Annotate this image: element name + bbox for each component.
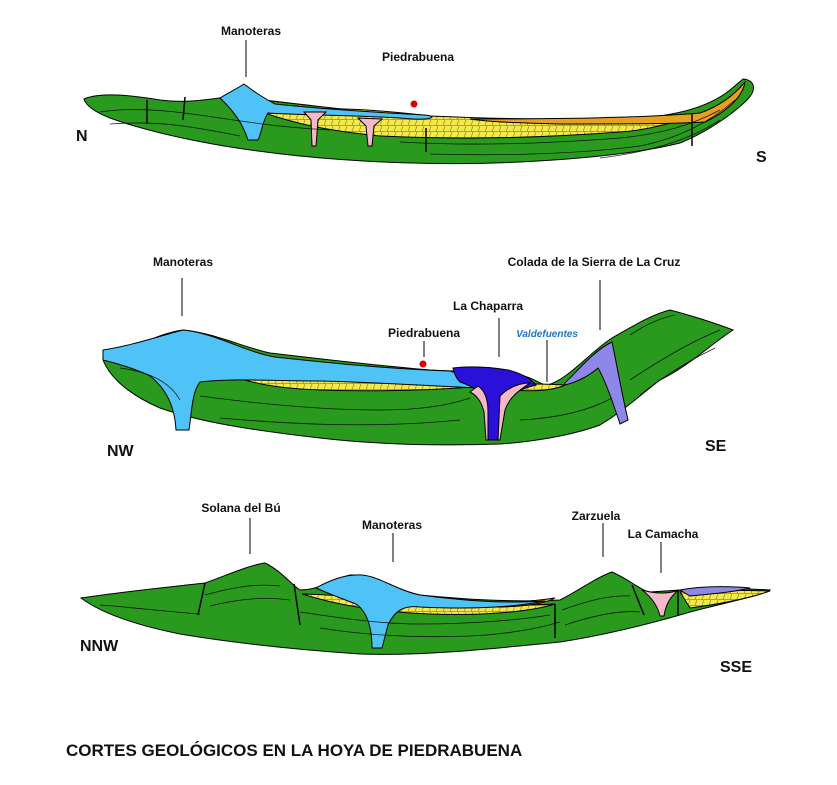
pink-vent-2 xyxy=(497,382,532,441)
direction-s: S xyxy=(756,149,767,166)
label-zarzuela: Zarzuela xyxy=(572,509,621,557)
piedrabuena-label: Piedrabuena xyxy=(388,326,460,340)
fault-lines xyxy=(197,582,679,638)
direction-nw: NW xyxy=(107,443,135,460)
direction-nnw: NNW xyxy=(80,638,119,655)
label-manoteras-2: Manoteras xyxy=(153,255,213,316)
section-nw-se: Manoteras Colada de la Sierra de La Cruz… xyxy=(102,255,735,460)
pink-dyke-2 xyxy=(356,117,384,147)
violet-flow xyxy=(564,341,629,425)
pink-vent xyxy=(469,385,489,441)
strata-lines xyxy=(99,99,736,159)
lava-flow xyxy=(314,574,546,649)
label-chaparra: La Chaparra xyxy=(453,299,523,357)
chaparra-label: La Chaparra xyxy=(453,299,523,313)
direction-n: N xyxy=(76,128,88,145)
violet-flow xyxy=(678,586,751,597)
piedrabuena-marker xyxy=(410,100,418,108)
label-colada: Colada de la Sierra de La Cruz xyxy=(508,255,681,330)
zarzuela-label: Zarzuela xyxy=(572,509,621,523)
label-manoteras-1: Manoteras xyxy=(221,24,281,77)
section-n-s: Manoteras Piedrabuena N S xyxy=(76,24,767,166)
manoteras-label: Manoteras xyxy=(221,24,281,38)
label-manoteras-3: Manoteras xyxy=(362,518,422,562)
label-solana: Solana del Bú xyxy=(201,501,281,554)
orange-layer xyxy=(469,80,746,125)
direction-sse: SSE xyxy=(720,659,752,676)
solana-label: Solana del Bú xyxy=(201,501,280,515)
strata-lines xyxy=(119,314,721,426)
manoteras-label: Manoteras xyxy=(362,518,422,532)
camacha-label: La Camacha xyxy=(628,527,699,541)
strata-lines xyxy=(99,584,641,638)
colada-label: Colada de la Sierra de La Cruz xyxy=(508,255,681,269)
pink-vent xyxy=(641,589,679,617)
direction-se: SE xyxy=(705,438,727,455)
label-valdefuentes: Valdefuentes xyxy=(516,329,578,382)
section-nnw-sse: Solana del Bú Manoteras Zarzuela La Cama… xyxy=(79,501,772,676)
piedrabuena-label: Piedrabuena xyxy=(382,50,454,64)
label-piedrabuena-2: Piedrabuena xyxy=(388,326,460,368)
fault-lines xyxy=(146,96,693,152)
valdefuentes-label: Valdefuentes xyxy=(516,329,578,340)
figure-title: CORTES GEOLÓGICOS EN LA HOYA DE PIEDRABU… xyxy=(66,741,522,760)
label-camacha: La Camacha xyxy=(628,527,699,573)
piedrabuena-marker xyxy=(419,360,427,368)
lava-flow xyxy=(102,329,481,431)
label-piedrabuena-1: Piedrabuena xyxy=(382,50,454,108)
manoteras-label: Manoteras xyxy=(153,255,213,269)
